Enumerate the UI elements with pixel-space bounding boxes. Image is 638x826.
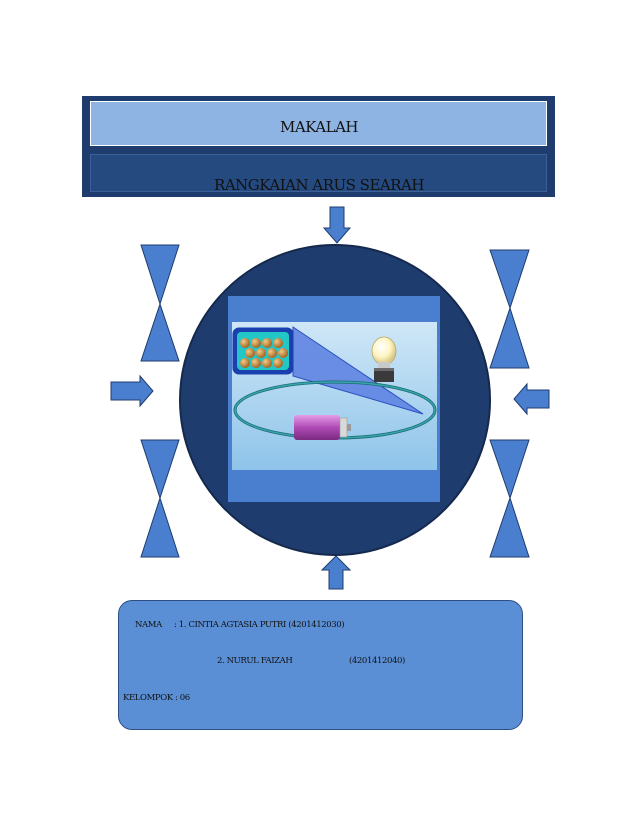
title-top-band <box>90 101 547 146</box>
arrow-left-icon <box>513 382 550 416</box>
hourglass-icon <box>140 439 180 558</box>
arrow-up-icon <box>320 555 352 590</box>
circuit-illustration <box>232 322 437 470</box>
title-banner <box>82 96 555 197</box>
name-label: NAMA <box>135 620 162 630</box>
light-bulb-icon <box>371 336 397 382</box>
document-subtitle: RANGKAIAN ARUS SEARAH <box>214 176 424 194</box>
member-1: : 1. CINTIA AGTASIA PUTRI (4201412030) <box>174 620 345 630</box>
hourglass-icon <box>489 439 530 558</box>
title-bottom-band <box>90 154 547 192</box>
decoration-svg <box>110 206 550 590</box>
hourglass-icon <box>140 244 180 362</box>
document-title: MAKALAH <box>280 118 359 136</box>
arrow-down-icon <box>322 206 352 244</box>
hourglass-icon <box>489 249 530 369</box>
arrow-right-icon <box>110 374 154 408</box>
member-2: 2. NURUL FAIZAH <box>217 656 293 666</box>
group-label: KELOMPOK : 06 <box>123 693 190 703</box>
member-2-id: (4201412040) <box>349 656 405 666</box>
info-box <box>118 600 523 730</box>
battery-icon <box>294 415 351 440</box>
